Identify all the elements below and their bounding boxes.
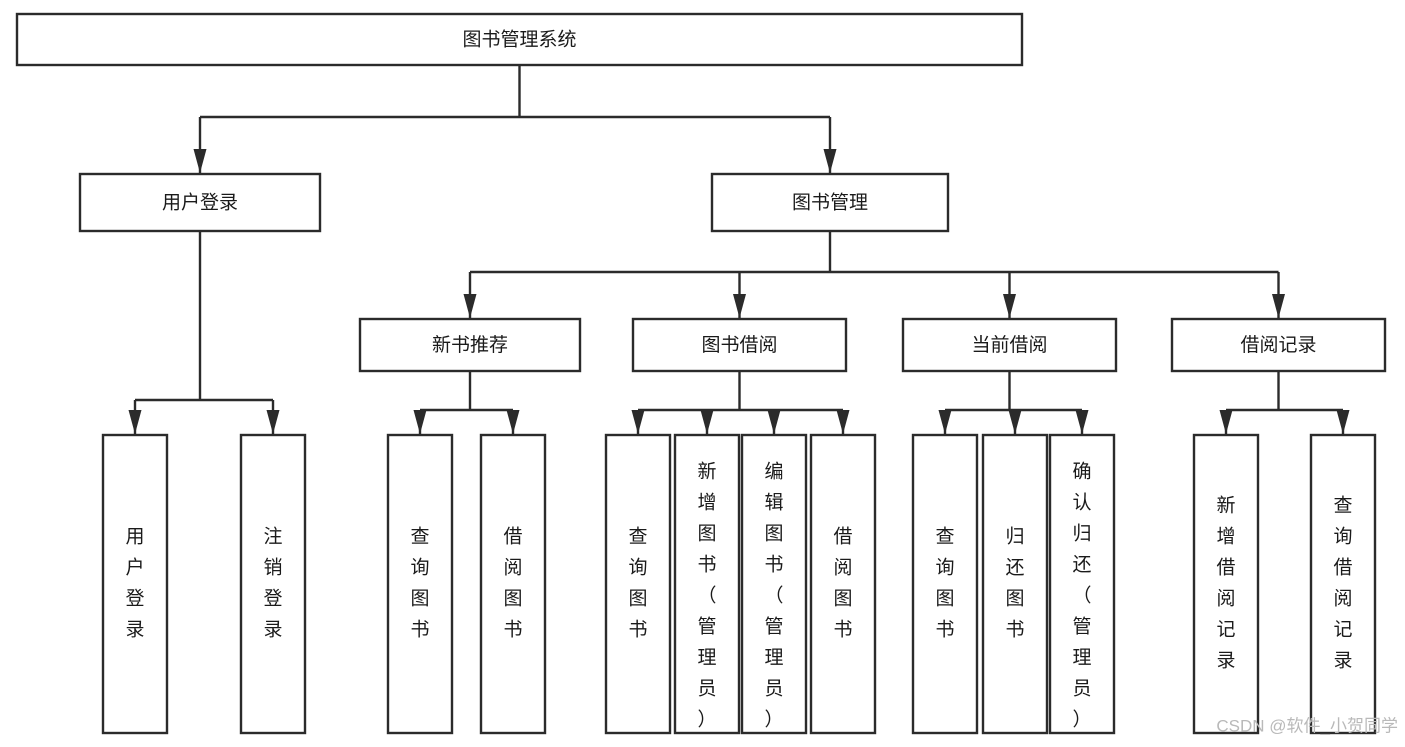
arrow-head-icon-borrow-records-1 xyxy=(1336,410,1350,434)
node-leaf-confirm-return-admin[interactable]: 确认归还（管理员） xyxy=(1048,433,1116,735)
node-box-root xyxy=(15,12,1024,67)
node-box-leaf-borrow-book-2 xyxy=(809,433,877,735)
arrow-head-icon-book-borrow-1 xyxy=(700,410,714,434)
node-borrow-records[interactable]: 借阅记录 xyxy=(1170,317,1387,373)
node-box-borrow-records xyxy=(1170,317,1387,373)
node-box-leaf-add-book-admin xyxy=(673,433,741,735)
node-book-borrow[interactable]: 图书借阅 xyxy=(631,317,848,373)
node-new-book-recommend[interactable]: 新书推荐 xyxy=(358,317,582,373)
arrow-head-icon-user-login-0 xyxy=(128,410,142,434)
node-label-leaf-borrow-book-1: 借阅图书 xyxy=(503,526,522,641)
node-label-leaf-query-book-3: 查询图书 xyxy=(935,526,954,641)
node-leaf-borrow-book-2[interactable]: 借阅图书 xyxy=(809,433,877,735)
node-leaf-logout-login[interactable]: 注销登录 xyxy=(239,433,307,735)
node-user-login[interactable]: 用户登录 xyxy=(78,172,322,233)
arrow-head-icon-book-manage-2 xyxy=(1003,294,1016,318)
node-leaf-user-login[interactable]: 用户登录 xyxy=(101,433,169,735)
node-box-leaf-query-book-3 xyxy=(911,433,979,735)
node-box-leaf-return-book xyxy=(981,433,1049,735)
node-leaf-query-book-2[interactable]: 查询图书 xyxy=(604,433,672,735)
csdn-watermark: CSDN @软件_小贺同学 xyxy=(1216,716,1398,735)
node-book-manage[interactable]: 图书管理 xyxy=(710,172,950,233)
node-box-new-book-recommend xyxy=(358,317,582,373)
arrow-head-icon-book-borrow-2 xyxy=(767,410,781,434)
node-label-user-login: 用户登录 xyxy=(162,192,238,214)
node-leaf-return-book[interactable]: 归还图书 xyxy=(981,433,1049,735)
node-box-leaf-edit-book-admin xyxy=(740,433,808,735)
node-leaf-borrow-book-1[interactable]: 借阅图书 xyxy=(479,433,547,735)
arrow-head-icon-current-borrow-1 xyxy=(1008,410,1022,434)
node-box-current-borrow xyxy=(901,317,1118,373)
node-box-leaf-user-login xyxy=(101,433,169,735)
node-label-leaf-add-book-admin: 新增图书（管理员） xyxy=(697,461,716,731)
node-label-book-borrow: 图书借阅 xyxy=(701,334,777,356)
node-leaf-edit-book-admin[interactable]: 编辑图书（管理员） xyxy=(740,433,808,735)
node-leaf-query-borrow-record[interactable]: 查询借阅记录 xyxy=(1309,433,1377,735)
node-leaf-add-book-admin[interactable]: 新增图书（管理员） xyxy=(673,433,741,735)
node-label-leaf-logout-login: 注销登录 xyxy=(263,526,282,641)
arrow-head-icon-current-borrow-0 xyxy=(938,410,952,434)
node-label-root: 图书管理系统 xyxy=(462,29,576,51)
node-label-leaf-borrow-book-2: 借阅图书 xyxy=(833,526,852,641)
node-box-leaf-query-book-1 xyxy=(386,433,454,735)
node-label-leaf-return-book: 归还图书 xyxy=(1005,526,1024,641)
connectors-layer xyxy=(128,65,1350,434)
arrow-head-icon-new-book-recommend-0 xyxy=(413,410,427,434)
arrow-head-icon-root-0 xyxy=(193,149,207,173)
node-box-book-manage xyxy=(710,172,950,233)
node-box-leaf-borrow-book-1 xyxy=(479,433,547,735)
node-label-leaf-query-borrow-record: 查询借阅记录 xyxy=(1333,495,1352,672)
node-label-leaf-edit-book-admin: 编辑图书（管理员） xyxy=(764,461,783,731)
arrow-head-icon-borrow-records-0 xyxy=(1219,410,1233,434)
arrow-head-icon-book-manage-0 xyxy=(463,294,477,318)
arrow-head-icon-user-login-1 xyxy=(266,410,280,434)
node-label-leaf-user-login: 用户登录 xyxy=(125,527,144,641)
node-label-leaf-add-borrow-record: 新增借阅记录 xyxy=(1216,495,1235,672)
arrow-head-icon-book-borrow-3 xyxy=(836,410,850,434)
arrow-head-icon-book-manage-1 xyxy=(733,294,746,318)
node-box-leaf-query-borrow-record xyxy=(1309,433,1377,735)
arrow-head-icon-book-borrow-0 xyxy=(631,410,645,434)
arrow-head-icon-new-book-recommend-1 xyxy=(506,410,520,434)
node-current-borrow[interactable]: 当前借阅 xyxy=(901,317,1118,373)
node-label-book-manage: 图书管理 xyxy=(792,192,868,214)
node-leaf-query-book-3[interactable]: 查询图书 xyxy=(911,433,979,735)
arrow-head-icon-current-borrow-2 xyxy=(1075,410,1089,434)
arrow-head-icon-root-1 xyxy=(823,149,837,173)
nodes-layer: 图书管理系统用户登录图书管理新书推荐图书借阅当前借阅借阅记录用户登录注销登录查询… xyxy=(15,12,1387,735)
node-leaf-add-borrow-record[interactable]: 新增借阅记录 xyxy=(1192,433,1260,735)
node-label-borrow-records: 借阅记录 xyxy=(1240,334,1316,356)
node-root[interactable]: 图书管理系统 xyxy=(15,12,1024,67)
node-leaf-query-book-1[interactable]: 查询图书 xyxy=(386,433,454,735)
node-label-new-book-recommend: 新书推荐 xyxy=(432,334,508,356)
node-label-leaf-query-book-1: 查询图书 xyxy=(410,526,429,641)
node-box-leaf-confirm-return-admin xyxy=(1048,433,1116,735)
arrow-head-icon-book-manage-3 xyxy=(1272,294,1285,318)
node-box-leaf-query-book-2 xyxy=(604,433,672,735)
node-label-leaf-query-book-2: 查询图书 xyxy=(628,526,647,641)
node-box-leaf-add-borrow-record xyxy=(1192,433,1260,735)
node-label-current-borrow: 当前借阅 xyxy=(971,334,1047,356)
node-box-leaf-logout-login xyxy=(239,433,307,735)
node-box-book-borrow xyxy=(631,317,848,373)
node-box-user-login xyxy=(78,172,322,233)
node-label-leaf-confirm-return-admin: 确认归还（管理员） xyxy=(1072,461,1091,731)
